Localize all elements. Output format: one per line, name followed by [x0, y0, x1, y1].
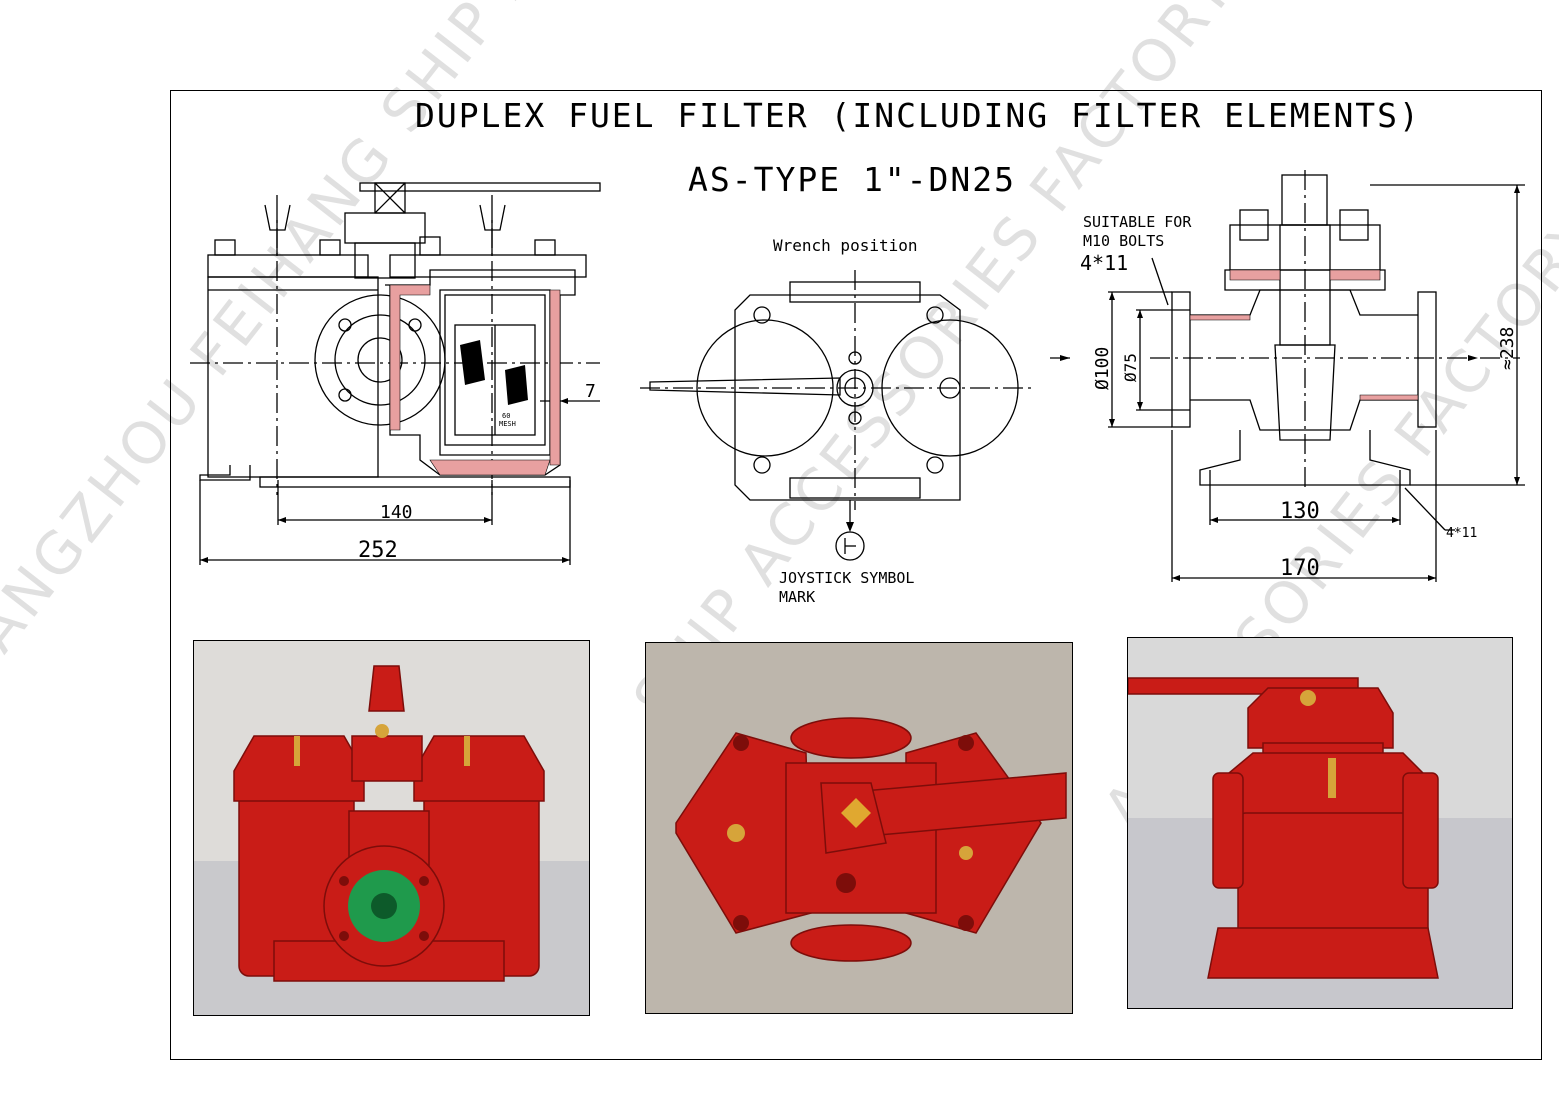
dim-bolt-hole: 4*11	[1446, 526, 1477, 541]
left-section-view: 140 252 7 60 MESH	[190, 182, 601, 565]
joystick-label-line1: JOYSTICK SYMBOL	[779, 569, 915, 587]
dim-7: 7	[585, 381, 596, 402]
mesh-label-line2: MESH	[499, 420, 516, 428]
drawing-title: DUPLEX FUEL FILTER (INCLUDING FILTER ELE…	[415, 96, 1421, 135]
bolt-note-line1: SUITABLE FOR	[1083, 213, 1192, 231]
drawing-frame	[170, 90, 1542, 1060]
dim-238: ≈238	[1497, 327, 1518, 370]
wrench-position-label: Wrench position	[773, 236, 918, 255]
dim-dia-75: Ø75	[1121, 353, 1140, 382]
mesh-label-line1: 60	[502, 412, 510, 420]
dim-140: 140	[380, 502, 413, 523]
joystick-label-line2: MARK	[779, 588, 816, 606]
dim-130: 130	[1280, 499, 1320, 524]
bolt-note-line2: M10 BOLTS	[1083, 232, 1165, 250]
drawing-subtitle: AS-TYPE 1"-DN25	[688, 160, 1017, 199]
photo-front-view	[193, 640, 590, 1016]
photo-side-view	[1127, 637, 1513, 1009]
center-top-view	[640, 270, 1035, 561]
dim-dia-100: Ø100	[1092, 347, 1113, 390]
dim-170: 170	[1280, 556, 1320, 581]
bolt-hole-label: 4*11	[1080, 251, 1129, 275]
right-section-view: Ø100 Ø75 ≈238 130 170 4*11	[1050, 170, 1525, 582]
photo-top-view	[645, 642, 1073, 1014]
dim-252: 252	[358, 538, 398, 563]
